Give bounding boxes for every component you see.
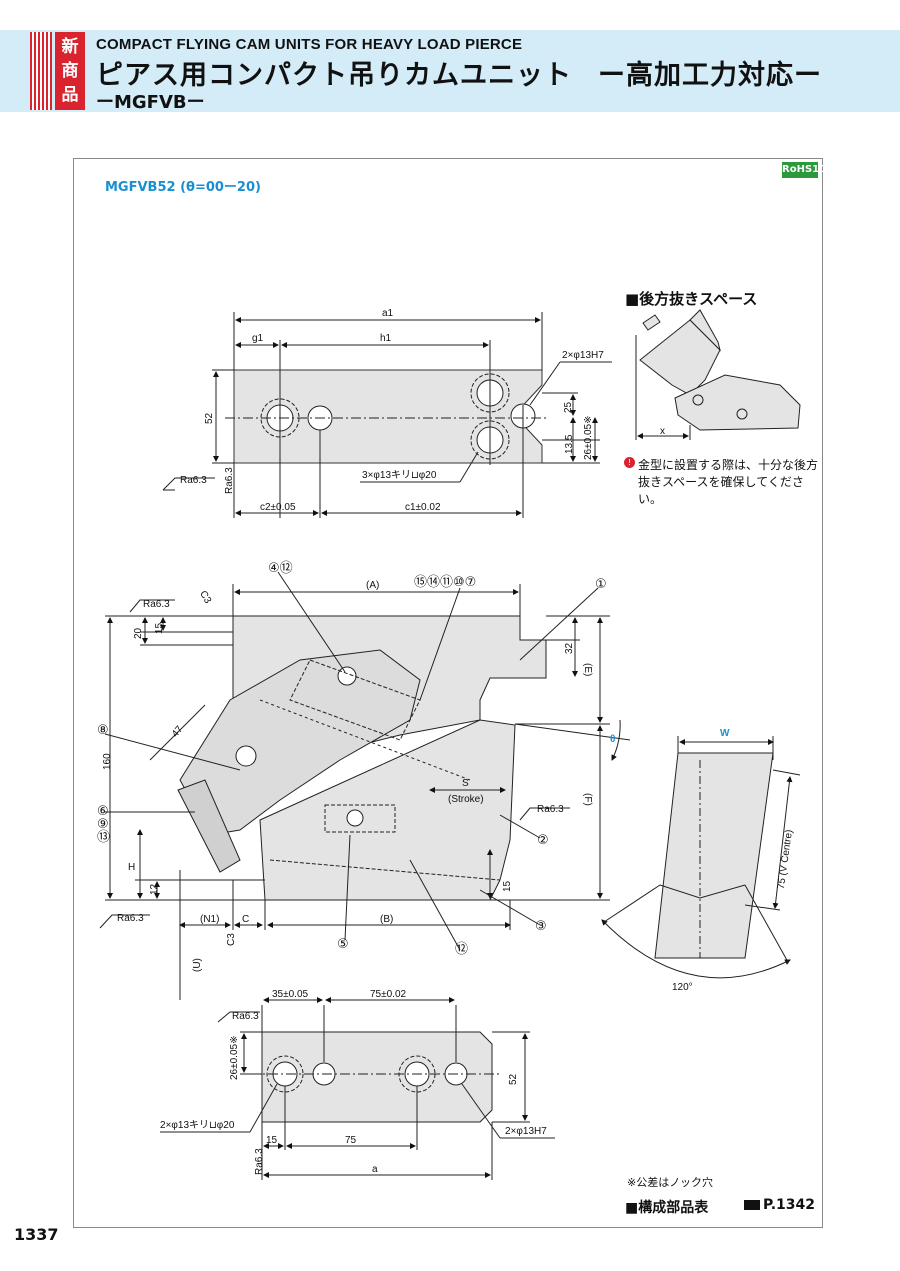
dim-H: H — [128, 862, 135, 873]
page-number: 1337 — [14, 1225, 59, 1244]
dim-a1: a1 — [382, 308, 394, 319]
top-view — [162, 312, 612, 518]
dim-12: 12 — [149, 883, 160, 895]
callout-5: ⑤ — [337, 936, 349, 951]
dim-75-vcentre: 75 (V Centre) — [776, 829, 795, 890]
callout-holes-top: 2×φ13H7 — [562, 350, 604, 361]
dim-F: (F) — [582, 793, 593, 806]
dim-U: (U) — [192, 958, 203, 972]
rear-space-title: ■後方抜きスペース — [625, 290, 758, 308]
dim-25-top: 25 — [563, 401, 574, 413]
page-reference[interactable]: P.1342 — [744, 1197, 815, 1213]
dim-c1: c1±0.02 — [405, 502, 441, 513]
dim-75b-bottom: 75 — [345, 1135, 357, 1146]
dim-26-top: 26±0.05※ — [583, 416, 594, 460]
dim-35-bottom: 35±0.05 — [272, 989, 309, 1000]
ra-front-a: Ra6.3 — [143, 599, 170, 610]
callout-12: ⑫ — [455, 941, 468, 956]
dim-a-bottom: a — [372, 1164, 378, 1175]
callout-4-12: ④⑫ — [268, 560, 293, 575]
caution-icon: ! — [624, 457, 635, 468]
callout-9: ⑨ — [97, 816, 109, 831]
side-view — [601, 736, 801, 979]
dim-26-bottom: 26±0.05※ — [229, 1036, 240, 1080]
dim-N1: (N1) — [200, 914, 219, 925]
tolerance-note: ※公差はノック穴 — [627, 1176, 713, 1189]
chamfer-C3-top: C3 — [197, 589, 213, 606]
new-product-badge: 新 商 品 — [55, 32, 85, 110]
dim-E: (E) — [582, 663, 593, 676]
dim-B: (B) — [380, 914, 393, 925]
rear-x-label: x — [660, 426, 665, 437]
page-reference-label: P.1342 — [763, 1197, 815, 1213]
series-name: ーMGFVBー — [96, 92, 205, 113]
dim-W: W — [720, 728, 730, 739]
dim-32: 32 — [564, 642, 575, 654]
rear-space-iso — [635, 309, 801, 440]
callout-cbore-top: 3×φ13キリ⊔φ20 — [362, 470, 437, 481]
callout-3: ③ — [535, 918, 547, 933]
dim-160: 160 — [102, 753, 113, 770]
dim-15: 15 — [154, 622, 165, 634]
bottom-view — [160, 997, 555, 1180]
dim-52-bottom: 52 — [508, 1073, 519, 1085]
title-japanese: ピアス用コンパクト吊りカムユニット — [96, 60, 572, 91]
badge-char-1: 新 — [61, 37, 79, 57]
ra-top-2: Ra6.3 — [224, 467, 235, 494]
dim-75-bottom: 75±0.02 — [370, 989, 407, 1000]
dim-g1: g1 — [252, 333, 264, 344]
ra-front-b: Ra6.3 — [537, 804, 564, 815]
callout-2: ② — [537, 832, 549, 847]
callout-13: ⑬ — [97, 829, 110, 844]
rear-space-note: 金型に設置する際は、十分な後方抜きスペースを確保してください。 — [638, 458, 819, 506]
ra-front-c: Ra6.3 — [117, 913, 144, 924]
page-header — [0, 30, 900, 112]
angle-120: 120° — [672, 982, 693, 993]
dim-stroke: (Stroke) — [448, 794, 484, 805]
model-label: MGFVB52 (θ=00ー20) — [105, 180, 261, 195]
dim-S: S — [462, 778, 469, 789]
dim-h1: h1 — [380, 333, 392, 344]
dim-52-top: 52 — [204, 412, 215, 424]
callout-1: ① — [595, 576, 607, 591]
ra-bottom-2: Ra6.3 — [254, 1148, 265, 1175]
dim-20: 20 — [133, 627, 144, 639]
dim-15b: 15 — [502, 880, 513, 892]
dim-A: (A) — [366, 580, 379, 591]
badge-char-2: 商 — [61, 61, 79, 81]
front-view — [99, 571, 631, 1000]
rohs-badge: RoHS10 — [782, 162, 826, 178]
title-english: COMPACT FLYING CAM UNITS FOR HEAVY LOAD … — [96, 36, 523, 53]
dim-c2: c2±0.05 — [260, 502, 296, 513]
callout-holes-bottom: 2×φ13H7 — [505, 1126, 547, 1137]
title-japanese-suffix: ー高加工力対応ー — [598, 60, 822, 91]
ra-bottom-1: Ra6.3 — [232, 1011, 259, 1022]
callout-15-14-11-10-7: ⑮⑭⑪⑩⑦ — [414, 574, 476, 589]
badge-char-3: 品 — [61, 85, 79, 105]
chamfer-C3-bottom: C3 — [226, 933, 237, 946]
callout-8: ⑧ — [97, 722, 109, 737]
header-stripes — [30, 32, 52, 110]
dim-C: C — [242, 914, 249, 925]
dim-13-5-top: 13.5 — [564, 434, 575, 454]
callout-cbore-bottom: 2×φ13キリ⊔φ20 — [160, 1120, 235, 1131]
dim-15-bottom: 15 — [266, 1135, 278, 1146]
parts-table-link[interactable]: ■構成部品表 — [625, 1200, 709, 1216]
theta-label: θ — [610, 734, 615, 745]
ra-top-1: Ra6.3 — [180, 475, 207, 486]
reference-icon — [744, 1200, 760, 1210]
callout-6: ⑥ — [97, 803, 109, 818]
